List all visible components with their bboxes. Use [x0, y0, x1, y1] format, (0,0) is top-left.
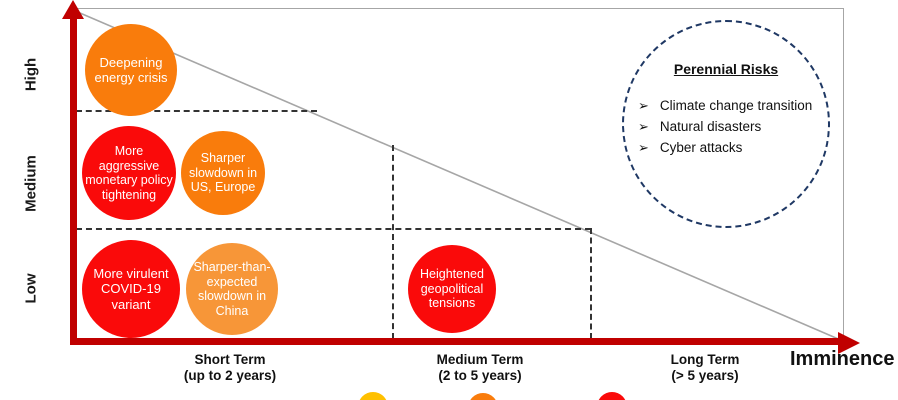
x-axis-title: Imminence	[790, 348, 895, 370]
bubble-deepening-energy-crisis[interactable]: Deepening energy crisis	[85, 24, 177, 116]
arrow-bullet-icon: ➢	[638, 119, 649, 134]
y-axis-label-low: Low	[22, 273, 40, 304]
x-axis-label-long-term-line2: (> 5 years)	[671, 368, 739, 383]
gridline-short-medium	[392, 145, 394, 339]
y-axis-label-medium: Medium	[22, 155, 40, 212]
x-axis-label-short-term: Short Term (up to 2 years)	[120, 352, 340, 384]
x-axis	[70, 338, 845, 345]
legend-dot-red	[597, 392, 627, 400]
bubble-monetary-policy-tightening[interactable]: More aggressive monetary policy tighteni…	[82, 126, 176, 220]
x-axis-label-long-term: Long Term (> 5 years)	[595, 352, 815, 384]
list-item: ➢ Climate change transition	[638, 95, 838, 116]
arrow-bullet-icon: ➢	[638, 140, 649, 155]
list-item: ➢ Natural disasters	[638, 116, 838, 137]
legend-dot-yellow	[358, 392, 388, 400]
x-axis-arrow-icon	[838, 332, 860, 354]
bubble-geopolitical-tensions[interactable]: Heightened geopolitical tensions	[408, 245, 496, 333]
perennial-risks-circle	[622, 20, 830, 228]
y-axis-arrow-icon	[62, 0, 84, 19]
perennial-risk-label: Cyber attacks	[659, 140, 743, 155]
gridline-high-medium	[76, 110, 317, 112]
arrow-bullet-icon: ➢	[638, 98, 649, 113]
perennial-risks-title: Perennial Risks	[673, 61, 779, 77]
perennial-risk-label: Climate change transition	[659, 98, 813, 113]
x-axis-label-medium-term-line2: (2 to 5 years)	[438, 368, 522, 383]
gridline-medium-low	[76, 228, 591, 230]
bubble-sharper-slowdown-us-europe[interactable]: Sharper slowdown in US, Europe	[181, 131, 265, 215]
gridline-medium-long	[590, 228, 592, 339]
x-axis-label-short-term-line2: (up to 2 years)	[183, 368, 277, 383]
perennial-risk-label: Natural disasters	[659, 119, 762, 134]
x-axis-label-long-term-line1: Long Term	[670, 352, 740, 367]
bubble-covid-19-variant[interactable]: More virulent COVID-19 variant	[82, 240, 180, 338]
x-axis-label-medium-term: Medium Term (2 to 5 years)	[370, 352, 590, 384]
list-item: ➢ Cyber attacks	[638, 137, 838, 158]
y-axis	[70, 16, 77, 345]
legend-dot-orange	[468, 393, 498, 400]
x-axis-label-short-term-line1: Short Term	[194, 352, 266, 367]
y-axis-label-high: High	[22, 57, 40, 92]
bubble-slowdown-china[interactable]: Sharper-than-expected slowdown in China	[186, 243, 278, 335]
plot-frame	[70, 8, 844, 345]
perennial-risks-list: ➢ Climate change transition ➢ Natural di…	[638, 95, 838, 158]
x-axis-label-medium-term-line1: Medium Term	[436, 352, 524, 367]
